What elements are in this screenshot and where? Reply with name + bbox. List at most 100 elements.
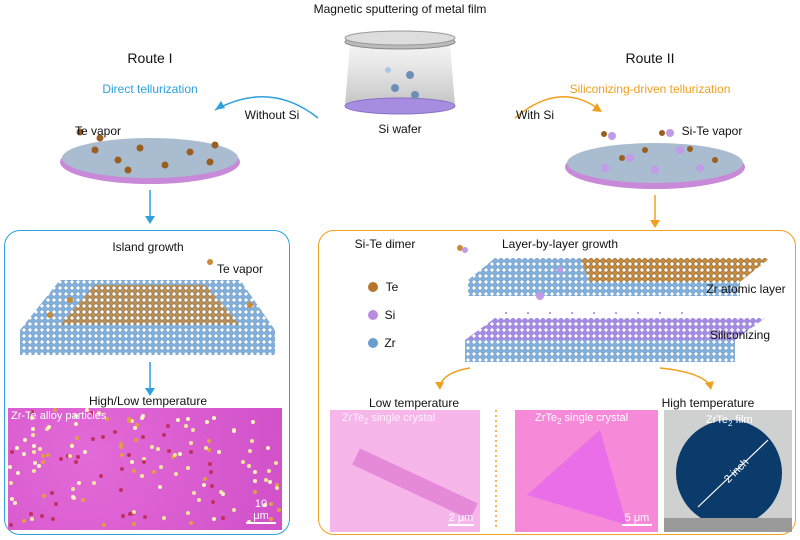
particle: [69, 443, 74, 448]
te-vapor-wafer: [60, 128, 240, 184]
particle: [80, 498, 85, 503]
particle: [140, 435, 145, 440]
legend-te-label: Te: [385, 280, 399, 294]
particle: [30, 427, 35, 432]
particle: [210, 500, 215, 505]
particle: [253, 478, 258, 483]
high-temperature-label: High temperature: [661, 396, 755, 410]
particle: [9, 523, 13, 528]
island-growth-slab: [20, 259, 275, 355]
particle: [46, 425, 51, 430]
route1-subtitle: Direct tellurization: [102, 82, 198, 96]
particle: [142, 457, 147, 462]
particle: [97, 411, 102, 416]
particle: [73, 460, 78, 465]
particle: [246, 463, 251, 468]
particle: [232, 507, 237, 512]
particle: [275, 482, 280, 487]
arrow-without-si: [214, 96, 319, 119]
particle: [247, 448, 252, 453]
particle: [120, 466, 125, 471]
particle: [38, 446, 43, 451]
particle: [249, 439, 254, 444]
particle: [12, 500, 17, 505]
particle: [264, 478, 269, 483]
particle: [21, 518, 26, 523]
with-si-label: With Si: [515, 108, 555, 122]
particle: [192, 491, 197, 496]
particle: [212, 415, 217, 420]
particle: [190, 427, 195, 432]
particle: [189, 521, 194, 526]
island-growth-label: Island growth: [112, 240, 184, 254]
particle: [126, 416, 131, 421]
particle: [68, 454, 73, 459]
high-low-temperature-label: High/Low temperature: [88, 394, 208, 408]
particle: [37, 464, 42, 469]
particle: [155, 446, 160, 451]
particle: [75, 455, 80, 460]
zr-te-particles-image: Zr-Te alloy particles 10 μm: [8, 408, 282, 530]
particle: [134, 422, 139, 427]
route2-title: Route II: [625, 50, 675, 66]
si-wafer-label: Si wafer: [378, 122, 422, 136]
te-vapor-slab-label: Te vapor: [216, 262, 264, 276]
particle: [32, 469, 37, 474]
particle: [150, 445, 155, 450]
particle: [252, 470, 257, 475]
particle: [84, 408, 89, 412]
particle: [269, 517, 274, 522]
image-caption: Zr-Te alloy particles: [11, 410, 107, 422]
high-temp-crystal-image: ZrTe2 single crystal 5 μm: [515, 410, 658, 532]
particle: [139, 415, 144, 420]
particle: [173, 471, 178, 476]
particle: [133, 437, 138, 442]
particle: [172, 453, 177, 458]
particle: [8, 465, 13, 470]
particle: [41, 454, 46, 459]
layer-growth-label: Layer-by-layer growth: [501, 237, 619, 251]
particle: [119, 453, 124, 458]
particle: [14, 446, 19, 451]
particle: [201, 483, 206, 488]
particle: [9, 450, 14, 455]
particle: [189, 450, 194, 455]
particle: [29, 511, 34, 516]
high-caption: ZrTe2 single crystal: [535, 412, 629, 427]
legend-te-atom: [368, 282, 378, 292]
particle: [151, 470, 156, 475]
particle: [241, 460, 246, 465]
si-te-vapor-label: Si-Te vapor: [681, 124, 743, 138]
particle: [32, 449, 37, 454]
particle: [129, 418, 134, 423]
particle: [159, 465, 164, 470]
particle: [207, 447, 212, 452]
particle: [186, 510, 191, 515]
particle: [208, 461, 213, 466]
particle: [21, 451, 26, 456]
particle: [267, 468, 272, 473]
particle: [90, 411, 95, 416]
particle: [220, 515, 225, 520]
particle: [184, 424, 189, 429]
scale-bar: 10 μm: [246, 498, 276, 524]
particle: [91, 480, 96, 485]
particle: [267, 479, 272, 484]
high-scale-bar: 5 μm: [622, 512, 652, 526]
particle: [185, 417, 190, 422]
particle: [204, 420, 209, 425]
particle: [82, 449, 87, 454]
particle: [207, 439, 212, 444]
particle: [132, 468, 137, 473]
particle: [216, 449, 221, 454]
particle: [42, 493, 47, 498]
particle: [76, 480, 81, 485]
particle: [221, 491, 226, 496]
particle: [51, 516, 55, 521]
particle: [101, 523, 106, 528]
particle: [208, 470, 213, 475]
particle: [30, 416, 35, 421]
particle: [252, 489, 257, 494]
without-si-label: Without Si: [244, 108, 300, 122]
route1-panel: [4, 230, 290, 535]
